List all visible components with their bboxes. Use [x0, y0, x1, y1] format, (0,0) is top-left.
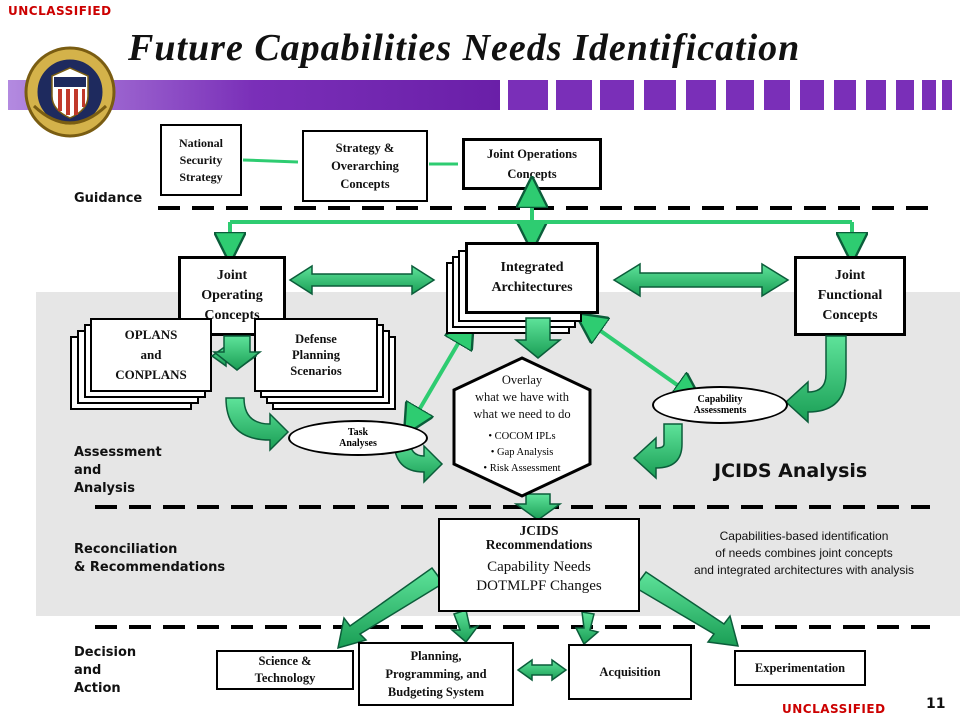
zone-label-decision: Decision and Action	[74, 645, 137, 696]
capability-assessments-ellipse: Capability Assessments	[652, 386, 788, 424]
zone-label-guidance: Guidance	[74, 191, 143, 206]
defense-planning-scenarios-box: Defense Planning Scenarios	[254, 318, 378, 392]
jcids-analysis-label: JCIDS Analysis	[714, 460, 868, 482]
overlay-bullet-risk: • Risk Assessment	[483, 463, 561, 474]
overlay-title: Overlay what we have with what we need t…	[473, 373, 571, 421]
science-technology-box: Science & Technology	[216, 650, 354, 690]
overlay-hexagon	[452, 356, 592, 498]
strategy-concepts-box: Strategy & Overarching Concepts	[302, 130, 428, 202]
jcids-rec-title: JCIDS Recommendations	[485, 523, 593, 552]
page-number: 11	[926, 696, 946, 712]
classification-bottom: UNCLASSIFIED	[782, 702, 886, 716]
national-security-strategy-box: National Security Strategy	[160, 124, 242, 196]
capabilities-note: Capabilities-based identification of nee…	[693, 529, 915, 577]
experimentation-box: Experimentation	[734, 650, 866, 686]
zone-label-reconciliation: Reconciliation & Recommendations	[74, 542, 226, 575]
overlay-bullet-cocom: • COCOM IPLs	[488, 431, 556, 442]
joint-functional-concepts-box: Joint Functional Concepts	[794, 256, 906, 336]
integrated-architectures-box: Integrated Architectures	[465, 242, 599, 314]
jcids-rec-dotmlpf: DOTMLPF Changes	[476, 578, 602, 594]
page-title: Future Capabilities Needs Identification	[128, 27, 801, 69]
task-analyses-ellipse: Task Analyses	[288, 420, 428, 456]
classification-top: UNCLASSIFIED	[8, 4, 112, 18]
jcids-recommendations-box: JCIDS Recommendations Capability Needs D…	[438, 518, 640, 612]
acquisition-box: Acquisition	[568, 644, 692, 700]
zone-label-assessment: Assessment and Analysis	[74, 445, 162, 496]
ppbs-box: Planning, Programming, and Budgeting Sys…	[358, 642, 514, 706]
joint-operating-concepts-box: Joint Operating Concepts	[178, 256, 286, 336]
jcids-rec-capability-needs: Capability Needs	[487, 559, 591, 575]
joint-chiefs-seal-icon	[24, 46, 116, 138]
oplans-conplans-box: OPLANS and CONPLANS	[90, 318, 212, 392]
overlay-bullet-gap: • Gap Analysis	[490, 447, 554, 458]
